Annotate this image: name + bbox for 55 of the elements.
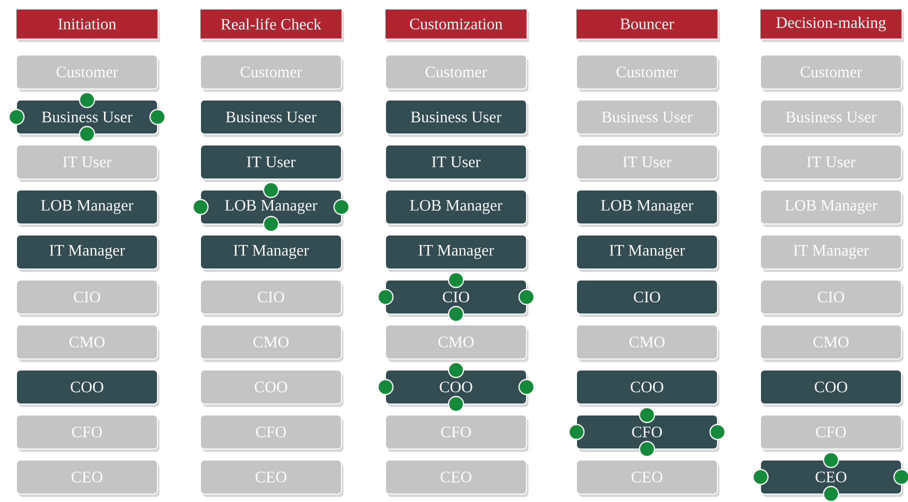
role-box: LOB Manager (200, 189, 344, 227)
role-box: COO (576, 369, 720, 407)
stage-header: Decision-making (760, 8, 904, 42)
role-box: Customer (385, 54, 528, 92)
role-box: COO (385, 369, 528, 407)
role-box: CMO (200, 324, 344, 362)
role-box: CEO (385, 459, 528, 497)
role-box: Business User (760, 100, 904, 137)
role-box: IT Manager (200, 234, 344, 272)
role-box: IT User (200, 144, 344, 182)
role-box: CEO (576, 459, 720, 497)
role-box: LOB Manager (16, 189, 160, 227)
role-box: CEO (200, 459, 344, 497)
role-box: CFO (760, 414, 904, 452)
role-box: CFO (385, 414, 528, 452)
role-box: IT User (760, 144, 904, 182)
role-box: CFO (200, 414, 344, 452)
role-box: IT Manager (385, 234, 528, 272)
role-box: Business User (200, 100, 344, 137)
role-box: Customer (200, 54, 344, 92)
role-box: CMO (576, 324, 720, 362)
role-box: CIO (16, 279, 160, 317)
stage-header: Real-life Check (200, 8, 344, 42)
role-box: COO (200, 369, 344, 407)
role-box: COO (760, 369, 904, 407)
role-box: CIO (385, 279, 528, 317)
role-box: Business User (385, 100, 528, 137)
role-box: CIO (576, 279, 720, 317)
role-box: Customer (16, 54, 160, 92)
role-box: COO (16, 369, 160, 407)
role-box: Customer (576, 54, 720, 92)
role-box: CMO (760, 324, 904, 362)
role-box: Business User (16, 100, 160, 137)
role-box: IT Manager (16, 234, 160, 272)
role-box: IT User (385, 144, 528, 182)
role-box: IT User (576, 144, 720, 182)
stage-header: Customization (384, 8, 529, 42)
role-box: LOB Manager (385, 189, 528, 227)
role-box: CEO (760, 459, 904, 497)
role-box: CIO (760, 279, 904, 317)
role-box: Customer (760, 54, 904, 92)
role-box: IT Manager (576, 234, 720, 272)
role-box: IT Manager (760, 234, 904, 272)
role-box: CMO (385, 324, 528, 362)
role-box: CFO (576, 414, 720, 452)
role-box: LOB Manager (760, 189, 904, 227)
role-box: LOB Manager (576, 189, 720, 227)
role-box: CIO (200, 279, 344, 317)
stage-header: Bouncer (576, 8, 720, 42)
role-box: Business User (576, 100, 720, 137)
role-box: CMO (16, 324, 160, 362)
role-box: IT User (16, 144, 160, 182)
stage-header: Initiation (16, 8, 160, 42)
role-box: CEO (16, 459, 160, 497)
role-box: CFO (16, 414, 160, 452)
